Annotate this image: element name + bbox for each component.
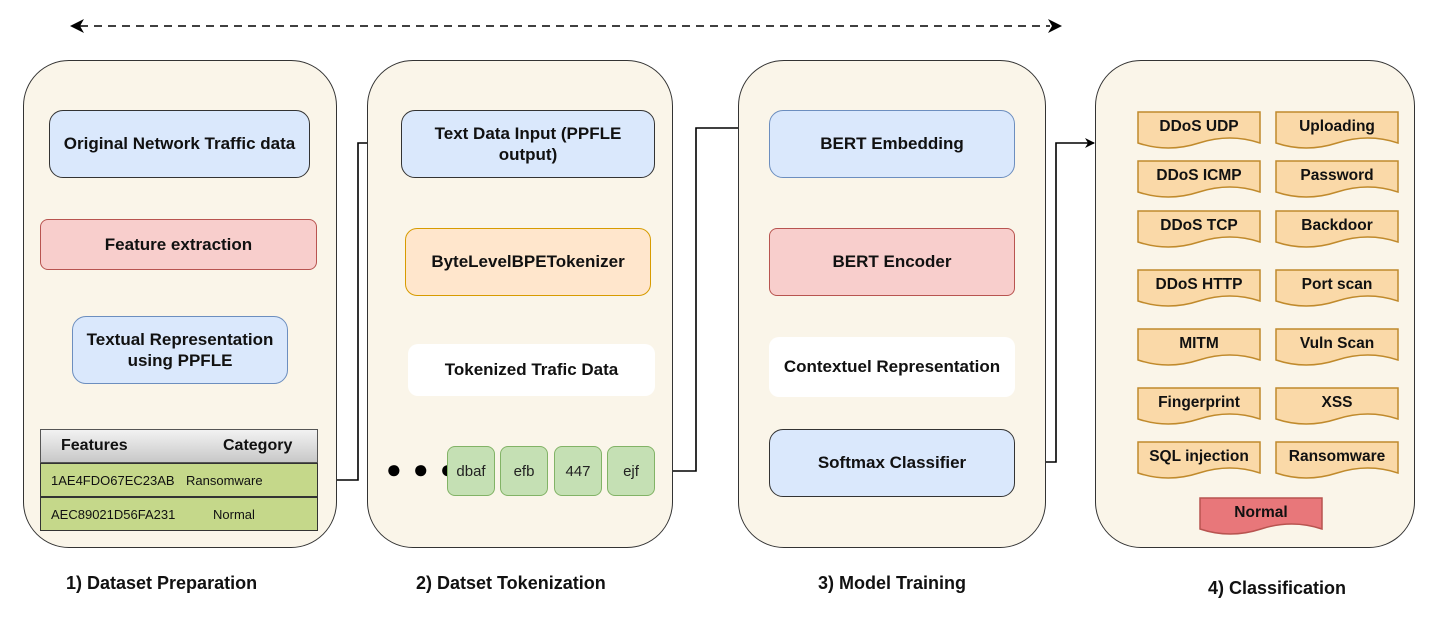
softmax-classifier-node: Softmax Classifier [769, 429, 1015, 497]
caption-classification: 4) Classification [1208, 578, 1347, 598]
header-features: Features [61, 437, 128, 454]
caption-model-training: 3) Model Training [818, 573, 967, 593]
feature-extraction-node: Feature extraction [40, 219, 317, 270]
original-traffic-node: Original Network Traffic data [49, 110, 310, 178]
class-label-text: Vuln Scan [1299, 335, 1375, 352]
class-label: Vuln Scan [1275, 328, 1399, 368]
class-label-text: DDoS UDP [1159, 118, 1239, 135]
contextual-representation-node: Contextuel Representation [769, 337, 1015, 397]
caption-dataset-tokenization: 2) Datset Tokenization [416, 573, 606, 593]
token-chip: dbaf [447, 446, 495, 496]
header-category: Category [223, 437, 293, 454]
class-label-text: DDoS HTTP [1155, 276, 1243, 293]
token-chip: 447 [554, 446, 602, 496]
class-label-text: Port scan [1301, 276, 1373, 293]
class-label: Uploading [1275, 111, 1399, 151]
class-label-text: MITM [1179, 335, 1219, 352]
row-features: AEC89021D56FA231 [51, 506, 176, 522]
tokenizer-node: ByteLevelBPETokenizer [405, 228, 651, 296]
caption-dataset-preparation: 1) Dataset Preparation [66, 573, 258, 593]
class-label: Fingerprint [1137, 387, 1261, 427]
class-label-normal: Normal [1199, 497, 1323, 537]
class-label: DDoS HTTP [1137, 269, 1261, 309]
class-label-text: SQL injection [1149, 448, 1249, 465]
class-label-text: XSS [1321, 394, 1353, 411]
ellipsis-dots: ● ● ● [386, 454, 458, 484]
class-label: Ransomware [1275, 441, 1399, 481]
class-label: MITM [1137, 328, 1261, 368]
class-label: DDoS ICMP [1137, 160, 1261, 200]
class-label: DDoS UDP [1137, 111, 1261, 151]
class-label-text: Fingerprint [1158, 394, 1240, 411]
class-label: DDoS TCP [1137, 210, 1261, 250]
token-chip: ejf [607, 446, 655, 496]
top-arrow-right-head [1048, 19, 1062, 33]
text-data-input-node: Text Data Input (PPFLE output) [401, 110, 655, 178]
tokenized-data-node: Tokenized Trafic Data [408, 344, 655, 396]
class-label: SQL injection [1137, 441, 1261, 481]
row-features: 1AE4FDO67EC23AB [51, 472, 175, 488]
table-row: AEC89021D56FA231 Normal [40, 497, 318, 531]
row-category: Normal [213, 506, 255, 522]
textual-representation-node: Textual Representation using PPFLE [72, 316, 288, 384]
bert-embedding-node: BERT Embedding [769, 110, 1015, 178]
table-row: 1AE4FDO67EC23AB Ransomware [40, 463, 318, 497]
class-label-text: Backdoor [1301, 217, 1373, 234]
class-label-text: DDoS TCP [1160, 217, 1238, 234]
class-label-text: Uploading [1299, 118, 1375, 135]
class-label-text: Normal [1234, 504, 1288, 521]
token-chip: efb [500, 446, 548, 496]
top-arrow-left-head [70, 19, 84, 33]
table-header: Features Category [40, 429, 318, 463]
class-label: XSS [1275, 387, 1399, 427]
class-label: Backdoor [1275, 210, 1399, 250]
bert-encoder-node: BERT Encoder [769, 228, 1015, 296]
class-label-text: Password [1300, 167, 1374, 184]
arrow-tokens-to-embedding [655, 123, 755, 472]
row-category: Ransomware [186, 472, 263, 488]
class-label-text: DDoS ICMP [1156, 167, 1242, 184]
class-label-text: Ransomware [1288, 448, 1386, 465]
class-label: Password [1275, 160, 1399, 200]
class-label: Port scan [1275, 269, 1399, 309]
